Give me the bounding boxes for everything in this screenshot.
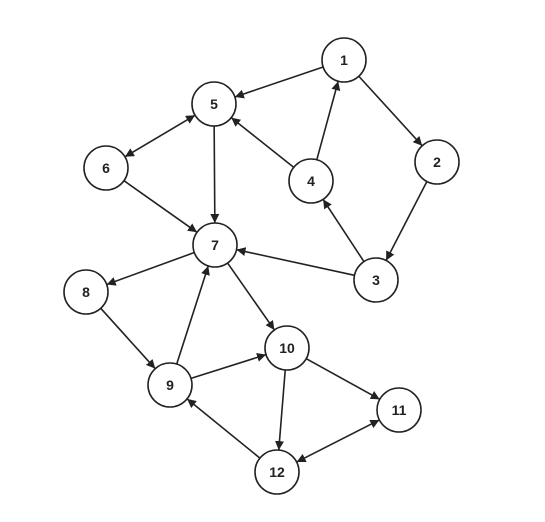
node-circle: [191, 81, 237, 127]
node-label: 3: [372, 272, 380, 288]
node-label: 5: [210, 96, 218, 112]
edge-4-1: [316, 81, 341, 160]
edge-3-7: [236, 247, 355, 277]
edge-5-7: [210, 125, 220, 224]
node-label: 4: [307, 173, 315, 189]
node-circle: [353, 257, 399, 303]
edge-4-5: [230, 117, 295, 168]
edge-7-10: [226, 262, 276, 331]
edge-3-4: [322, 198, 365, 263]
node-circle: [288, 158, 334, 204]
node-circle: [63, 269, 109, 315]
node-label: 6: [102, 160, 110, 176]
node-circle: [321, 37, 367, 83]
edge-8-9: [100, 307, 156, 370]
node-circle: [192, 222, 238, 268]
node-4: 4: [288, 158, 334, 204]
node-3: 3: [353, 257, 399, 303]
edge-12-9: [186, 398, 261, 459]
node-7: 7: [192, 222, 238, 268]
node-label: 9: [166, 377, 174, 393]
node-circle: [414, 139, 460, 185]
node-label: 2: [433, 154, 441, 170]
node-circle: [147, 362, 193, 408]
node-label: 8: [82, 284, 90, 300]
edge-1-2: [358, 75, 423, 147]
node-1: 1: [321, 37, 367, 83]
edge-layer: [100, 66, 428, 463]
node-circle: [83, 145, 129, 191]
node-label: 11: [392, 402, 407, 418]
node-12: 12: [254, 449, 300, 495]
edge-6-7: [123, 180, 198, 233]
node-8: 8: [63, 269, 109, 315]
node-label: 1: [340, 52, 348, 68]
node-circle: [254, 449, 300, 495]
edge-10-11: [305, 357, 381, 401]
edge-11-12: [296, 419, 380, 463]
node-circle: [264, 325, 310, 371]
edge-9-10: [190, 353, 267, 380]
node-circle: [376, 387, 422, 433]
node-2: 2: [414, 139, 460, 185]
edge-10-12: [275, 369, 287, 451]
edge-9-7: [175, 265, 210, 365]
node-6: 6: [83, 145, 129, 191]
edge-7-8: [106, 251, 195, 286]
node-10: 10: [264, 325, 310, 371]
edge-5-6: [124, 114, 196, 158]
node-label: 7: [211, 237, 219, 253]
edge-2-3: [385, 181, 428, 261]
node-label: 10: [279, 340, 295, 356]
node-11: 11: [376, 387, 422, 433]
node-9: 9: [147, 362, 193, 408]
edge-1-5: [234, 66, 324, 99]
node-5: 5: [191, 81, 237, 127]
node-label: 12: [269, 464, 285, 480]
